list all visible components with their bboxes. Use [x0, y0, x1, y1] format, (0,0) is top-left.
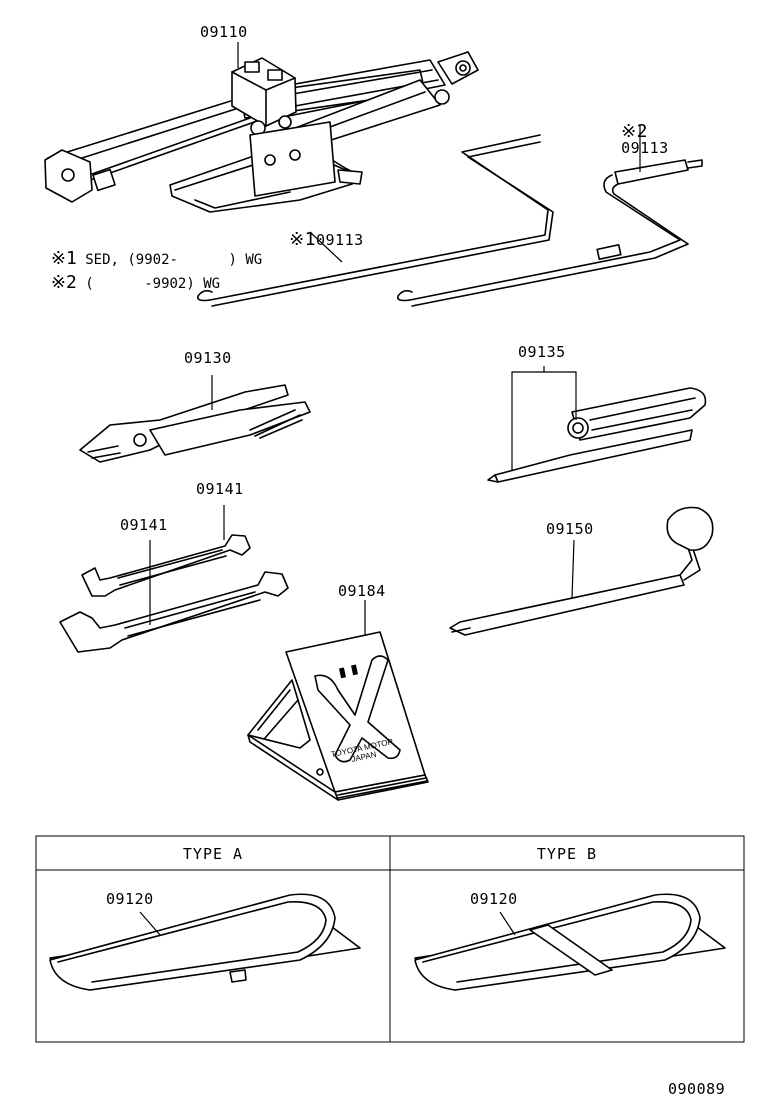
note-1-text: SED, (9902- ) WG: [76, 252, 263, 268]
label-bag-b: 09120: [470, 890, 518, 908]
jack-handle-1: [196, 134, 554, 307]
screwdriver: [487, 366, 707, 483]
scissor-jack: [44, 42, 479, 213]
wrench-small: [81, 505, 251, 597]
table-header-type-b: TYPE B: [536, 845, 598, 863]
label-wrench-small: 09141: [196, 480, 244, 498]
table-header-type-a: TYPE A: [182, 845, 244, 863]
lug-wrench: [449, 506, 714, 636]
label-wrench-large: 09141: [120, 516, 168, 534]
label-lug-wrench: 09150: [546, 520, 594, 538]
label-handle-2-number: 09113: [621, 139, 669, 157]
label-handle-2: ※2 09113: [602, 108, 669, 156]
tool-bag-type-b: [414, 893, 726, 991]
note-2-text: ( -9902) WG: [76, 276, 221, 292]
label-jack: 09110: [200, 23, 248, 41]
wheel-chock: [247, 600, 429, 801]
bag-table: [35, 835, 745, 1043]
label-screwdriver: 09135: [518, 343, 566, 361]
note-2: ※2 ( -9902) WG: [34, 260, 220, 292]
label-wheel-chock: 09184: [338, 582, 386, 600]
label-pliers: 09130: [184, 349, 232, 367]
note-1-mark: ※1: [50, 248, 77, 269]
label-bag-a: 09120: [106, 890, 154, 908]
mark-2: ※2: [621, 121, 648, 142]
label-handle-1-number: 09113: [315, 231, 364, 249]
figure-number: 090089: [668, 1080, 726, 1098]
wrench-large: [59, 540, 289, 653]
jack-handle-2: [396, 125, 703, 307]
note-1: ※1 SED, (9902- ) WG: [34, 236, 262, 268]
label-handle-1: ※109113: [270, 216, 364, 249]
tool-bag-type-a: [49, 893, 361, 991]
pliers: [79, 375, 311, 463]
mark-1: ※1: [289, 229, 316, 250]
note-2-mark: ※2: [50, 272, 77, 293]
